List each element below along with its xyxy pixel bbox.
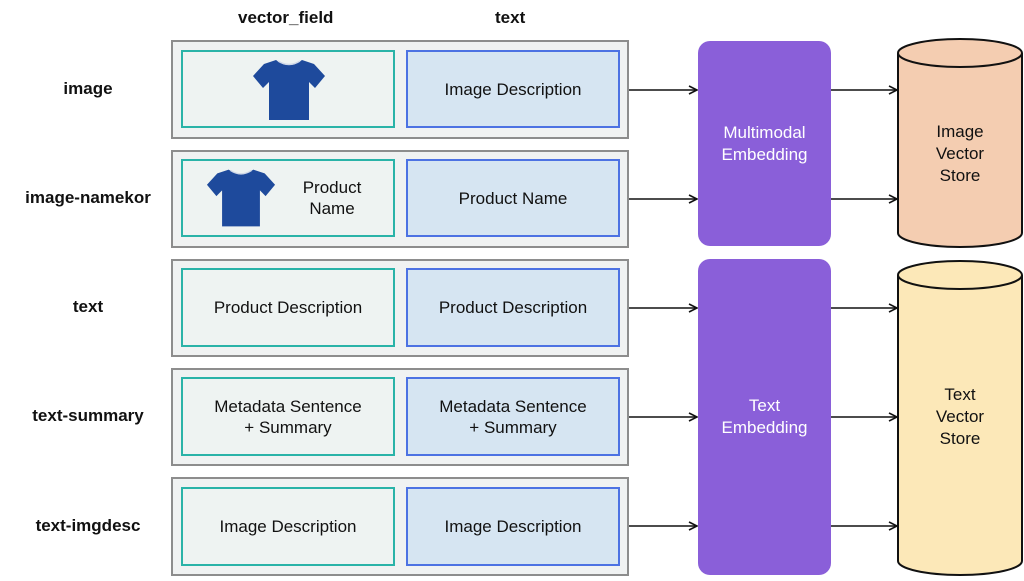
text-cell-text-summary: Metadata Sentence + Summary: [406, 377, 620, 456]
text-cell-text-imgdesc: Image Description: [406, 487, 620, 566]
row-label-image-namekor: image-namekor: [25, 188, 151, 207]
text-cell-text: Product Description: [406, 268, 620, 347]
text-cell-image: Image Description: [406, 50, 620, 128]
vector-field-cell-text-imgdesc: Image Description: [181, 487, 395, 566]
row-label-image: image: [63, 79, 113, 98]
t-shirt-icon: [206, 169, 276, 227]
store-line-3: Store: [939, 166, 981, 185]
vector-field-cell-text-summary: Metadata Sentence + Summary: [181, 377, 395, 456]
image-vector-store-cylinder: [897, 38, 1023, 248]
t-shirt-icon: [253, 60, 325, 120]
text-vector-store-cylinder: [897, 260, 1023, 576]
row-label-text-imgdesc: text-imgdesc: [35, 516, 141, 535]
vector-field-cell-text: Product Description: [181, 268, 395, 347]
header-vector-field: vector_field: [238, 8, 334, 27]
text-cell-image-namekor: Product Name: [406, 159, 620, 237]
store-line-3: Store: [939, 429, 981, 448]
embedding-line-2: Embedding: [721, 418, 808, 437]
cell-line-2: + Summary: [469, 417, 557, 437]
vector-field-cell-image-namekor: [181, 159, 395, 237]
cell-line-2: + Summary: [244, 417, 332, 437]
embedding-line-1: Text: [748, 396, 781, 415]
store-line-1: Image: [936, 122, 984, 141]
store-line-2: Vector: [935, 144, 985, 163]
embedding-line-1: Multimodal: [723, 122, 806, 142]
header-text: text: [495, 8, 526, 27]
text-vector-store-label: Text Vector Store: [898, 384, 1022, 450]
product-name-label: Product Name: [302, 178, 362, 218]
store-line-1: Text: [944, 385, 976, 404]
cell-line-1: Metadata Sentence: [214, 396, 362, 416]
row-label-text-summary: text-summary: [32, 406, 144, 425]
row-label-text: text: [72, 297, 104, 316]
text-embedding-block: Text Embedding: [698, 259, 831, 575]
store-line-2: Vector: [935, 407, 985, 426]
cell-line-1: Metadata Sentence: [439, 396, 587, 416]
embedding-line-2: Embedding: [721, 144, 808, 164]
image-vector-store-label: Image Vector Store: [898, 121, 1022, 187]
multimodal-embedding-block: Multimodal Embedding: [698, 41, 831, 246]
